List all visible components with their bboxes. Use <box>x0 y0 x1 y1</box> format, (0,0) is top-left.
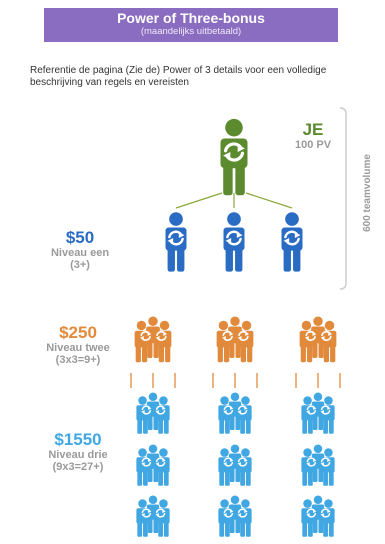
level-three-group-icon <box>136 392 169 433</box>
connector-lines <box>175 192 293 209</box>
banner-subtitle: (maandelijks uitbetaald) <box>140 26 242 37</box>
level-one-amount: $50 <box>65 228 95 247</box>
level-two-name: Niveau twee <box>46 342 110 354</box>
level-two-group-icon <box>217 317 254 363</box>
level-two-label: $250 Niveau twee (3x3=9+) <box>30 323 126 366</box>
level-three-group-icon <box>301 392 334 433</box>
level-three-formula: (9x3=27+) <box>52 461 104 473</box>
you-title: JE <box>302 120 324 139</box>
level-three-amount: $1550 <box>54 430 102 449</box>
title-banner: Power of Three-bonus (maandelijks uitbet… <box>44 8 338 42</box>
level-three-group-icon <box>301 444 334 485</box>
level-three-group-icon <box>136 495 169 536</box>
level-one-person-icon <box>224 212 245 271</box>
team-volume-label: 600 teamvolume <box>362 154 373 232</box>
you-pv: 100 PV <box>294 139 332 151</box>
level-three-group-icon <box>218 392 251 433</box>
you-person-icon <box>221 119 248 195</box>
level-one-person-icon <box>282 212 303 271</box>
tier-connectors <box>130 373 341 388</box>
level-two-group-icon <box>300 317 337 363</box>
team-volume-bracket <box>339 107 347 290</box>
intro-text: Referentie de pagina (Zie de) Power of 3… <box>30 65 327 88</box>
level-three-label: $1550 Niveau drie (9x3=27+) <box>30 430 126 473</box>
level-one-person-icon <box>166 212 187 271</box>
level-one-formula: (3+) <box>70 259 90 271</box>
level-one-name: Niveau een <box>50 247 110 259</box>
level-three-group-icon <box>301 495 334 536</box>
level-two-group-icon <box>135 317 172 363</box>
banner-title: Power of Three-bonus <box>117 10 265 26</box>
level-three-group-icon <box>136 444 169 485</box>
level-one-label: $50 Niveau een (3+) <box>34 228 126 271</box>
level-three-group-icon <box>218 444 251 485</box>
level-two-formula: (3x3=9+) <box>55 354 101 366</box>
you-label: JE 100 PV <box>283 120 343 152</box>
level-three-name: Niveau drie <box>48 449 108 461</box>
level-three-group-icon <box>218 495 251 536</box>
level-two-amount: $250 <box>59 323 97 342</box>
